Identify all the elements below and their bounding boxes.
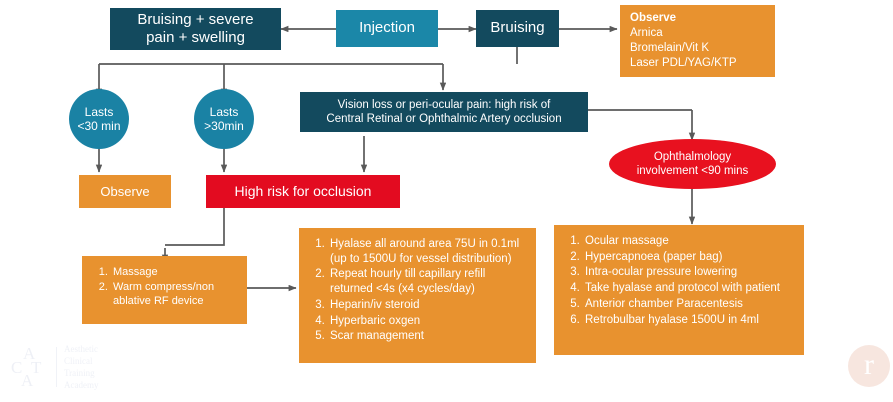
massage-list-items: Massage Warm compress/non ablative RF de… xyxy=(94,265,237,309)
wordmark-line: Training xyxy=(64,368,95,378)
list-item: Hyperbaric oxgen xyxy=(328,314,526,329)
node-injection[interactable]: Injection xyxy=(336,10,438,47)
node-label: Vision loss or peri-ocular pain: high ri… xyxy=(326,98,562,125)
observe-top-item-bromelain: Bromelain/Vit K xyxy=(630,41,710,54)
observe-top-item-arnica: Arnica xyxy=(630,27,663,40)
node-ophthalmology-involvement[interactable]: Ophthalmology involvement <90 mins xyxy=(609,139,776,189)
list-item: Scar management xyxy=(328,329,526,344)
watermark-divider xyxy=(56,347,57,387)
monogram-letter: T xyxy=(31,358,42,377)
acta-watermark-logo: A C T A Aesthetic Clinical Training Acad… xyxy=(8,338,116,396)
node-hyalase-list[interactable]: Hyalase all around area 75U in 0.1ml (up… xyxy=(299,228,536,363)
monogram-letter: A xyxy=(21,371,34,390)
observe-top-item-laser: Laser PDL/YAG/KTP xyxy=(630,56,737,69)
node-label: Observe xyxy=(100,183,150,199)
rail-high-risk-to-massage xyxy=(165,206,225,246)
monogram-letter: A xyxy=(23,344,36,363)
wordmark-line: Aesthetic xyxy=(64,343,98,354)
list-item: Hyalase all around area 75U in 0.1ml (up… xyxy=(328,237,526,266)
node-bruising[interactable]: Bruising xyxy=(476,10,559,47)
node-label: Lasts <30 min xyxy=(77,104,121,133)
hyalase-list-items: Hyalase all around area 75U in 0.1ml (up… xyxy=(311,237,526,345)
acta-wordmark: Aesthetic Clinical Training Academy xyxy=(64,343,98,392)
list-item: Hypercapnoea (paper bag) xyxy=(583,250,780,265)
node-lasts-under-30-min[interactable]: Lasts <30 min xyxy=(69,89,129,149)
observe-top-content: Observe Arnica Bromelain/Vit K Laser PDL… xyxy=(630,11,737,71)
observe-top-title: Observe xyxy=(630,12,677,24)
acta-monogram: A C T A xyxy=(8,343,54,391)
list-item: Massage xyxy=(111,265,237,279)
node-ocular-list[interactable]: Ocular massage Hypercapnoea (paper bag) … xyxy=(554,225,804,355)
list-item: Repeat hourly till capillary refill retu… xyxy=(328,267,526,296)
corner-watermark-badge: r xyxy=(848,345,890,387)
node-bruising-severe-pain-swelling[interactable]: Bruising + severe pain + swelling xyxy=(110,8,281,50)
list-item: Warm compress/non ablative RF device xyxy=(111,280,237,308)
node-observe-left[interactable]: Observe xyxy=(79,175,171,208)
node-observe-top[interactable]: Observe Arnica Bromelain/Vit K Laser PDL… xyxy=(620,5,775,77)
node-label: Bruising + severe pain + swelling xyxy=(137,10,254,46)
node-lasts-over-30-min[interactable]: Lasts >30min xyxy=(194,89,254,149)
node-label: Bruising xyxy=(490,19,545,37)
node-label: Lasts >30min xyxy=(204,104,244,133)
ocular-list-items: Ocular massage Hypercapnoea (paper bag) … xyxy=(566,234,780,328)
node-high-risk-for-occlusion[interactable]: High risk for occlusion xyxy=(206,175,400,208)
list-item: Anterior chamber Paracentesis xyxy=(583,297,780,312)
list-item: Intra-ocular pressure lowering xyxy=(583,265,780,280)
wordmark-line: Academy xyxy=(64,380,99,391)
monogram-letter: C xyxy=(11,358,23,377)
list-item: Heparin/iv steroid xyxy=(328,298,526,313)
list-item: Take hyalase and protocol with patient xyxy=(583,281,780,296)
corner-watermark-letter: r xyxy=(864,348,874,381)
node-label: Injection xyxy=(359,19,415,37)
node-label: Ophthalmology involvement <90 mins xyxy=(636,150,749,177)
node-massage-list[interactable]: Massage Warm compress/non ablative RF de… xyxy=(82,256,247,324)
wordmark-line: Clinical xyxy=(64,355,93,366)
list-item: Retrobulbar hyalase 1500U in 4ml xyxy=(583,313,780,328)
node-label: High risk for occlusion xyxy=(234,182,372,199)
list-item: Ocular massage xyxy=(583,234,780,249)
node-vision-loss-high-risk[interactable]: Vision loss or peri-ocular pain: high ri… xyxy=(300,92,588,132)
